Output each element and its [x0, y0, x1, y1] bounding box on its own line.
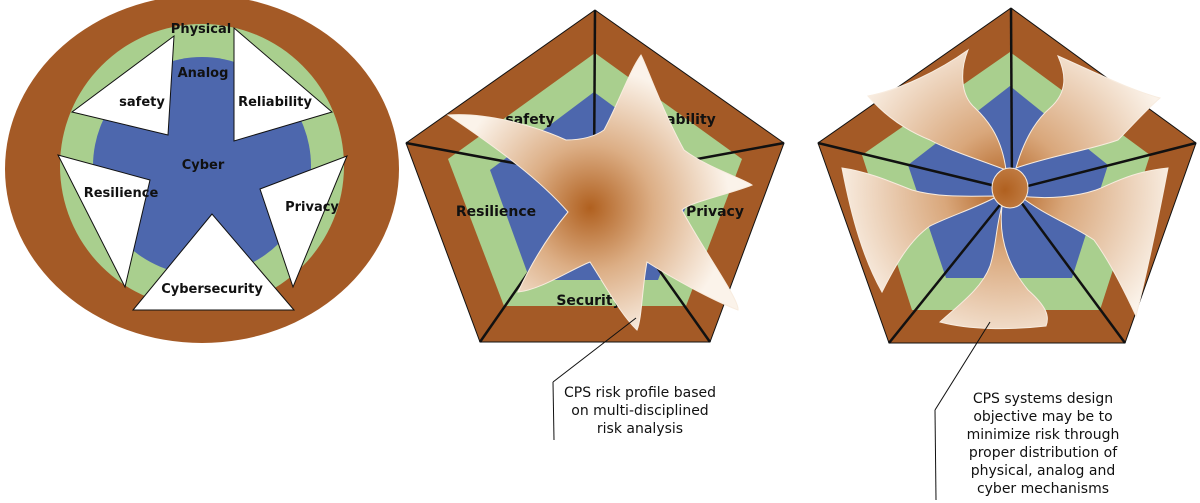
right-caption-pointer: [934, 409, 937, 501]
privacy-label: Privacy: [285, 200, 339, 215]
right-blob-core: [991, 167, 1029, 209]
privacy-segment: [259, 155, 348, 289]
cybersecurity-segment: [131, 213, 296, 311]
middle-security-label: Security: [556, 293, 621, 309]
right-blob-right-lobe: [1018, 167, 1169, 318]
right-caption-line-5: physical, analog and: [971, 463, 1115, 479]
right-caption-line-6: cyber mechanisms: [977, 481, 1109, 497]
right-caption-leader: [934, 321, 991, 411]
analog-label: Analog: [178, 66, 229, 81]
middle-diagram: safety Reliability Resilience Privacy Se…: [405, 9, 785, 441]
left-diagram: Physical Analog Cyber safety Reliability…: [5, 0, 399, 343]
right-caption-line-2: objective may be to: [973, 409, 1112, 425]
right-caption-line-1: CPS systems design: [973, 391, 1113, 407]
safety-segment: [70, 34, 175, 136]
middle-caption-line-1: CPS risk profile based: [564, 385, 716, 401]
resilience-segment: [57, 154, 151, 289]
middle-resilience-label: Resilience: [456, 204, 536, 220]
right-caption-line-4: proper distribution of: [969, 445, 1118, 461]
right-diagram: Re ce S CPS systems design objective may…: [817, 7, 1197, 501]
middle-caption-pointer: [552, 381, 555, 441]
middle-caption-line-2: on multi-disciplined: [571, 403, 708, 419]
cyber-label: Cyber: [182, 158, 225, 173]
reliability-segment: [233, 26, 334, 142]
right-blob-top-right-lobe: [1015, 55, 1162, 169]
middle-caption-line-3: risk analysis: [597, 421, 683, 437]
right-blob-top-left-lobe: [867, 48, 1007, 171]
right-distributed-blob: [841, 48, 1169, 330]
resilience-label: Resilience: [84, 186, 159, 201]
right-caption-line-3: minimize risk through: [967, 427, 1120, 443]
physical-label: Physical: [171, 22, 231, 37]
middle-risk-blob: [446, 54, 754, 331]
cybersecurity-label: Cybersecurity: [161, 282, 263, 297]
safety-label: safety: [119, 95, 165, 110]
middle-privacy-label: Privacy: [686, 204, 744, 220]
middle-caption-leader: [552, 317, 637, 383]
right-blob-bottom-lobe: [938, 205, 1048, 330]
reliability-label: Reliability: [238, 95, 312, 110]
right-spokes: [817, 7, 1197, 344]
right-blob-left-lobe: [841, 167, 999, 294]
